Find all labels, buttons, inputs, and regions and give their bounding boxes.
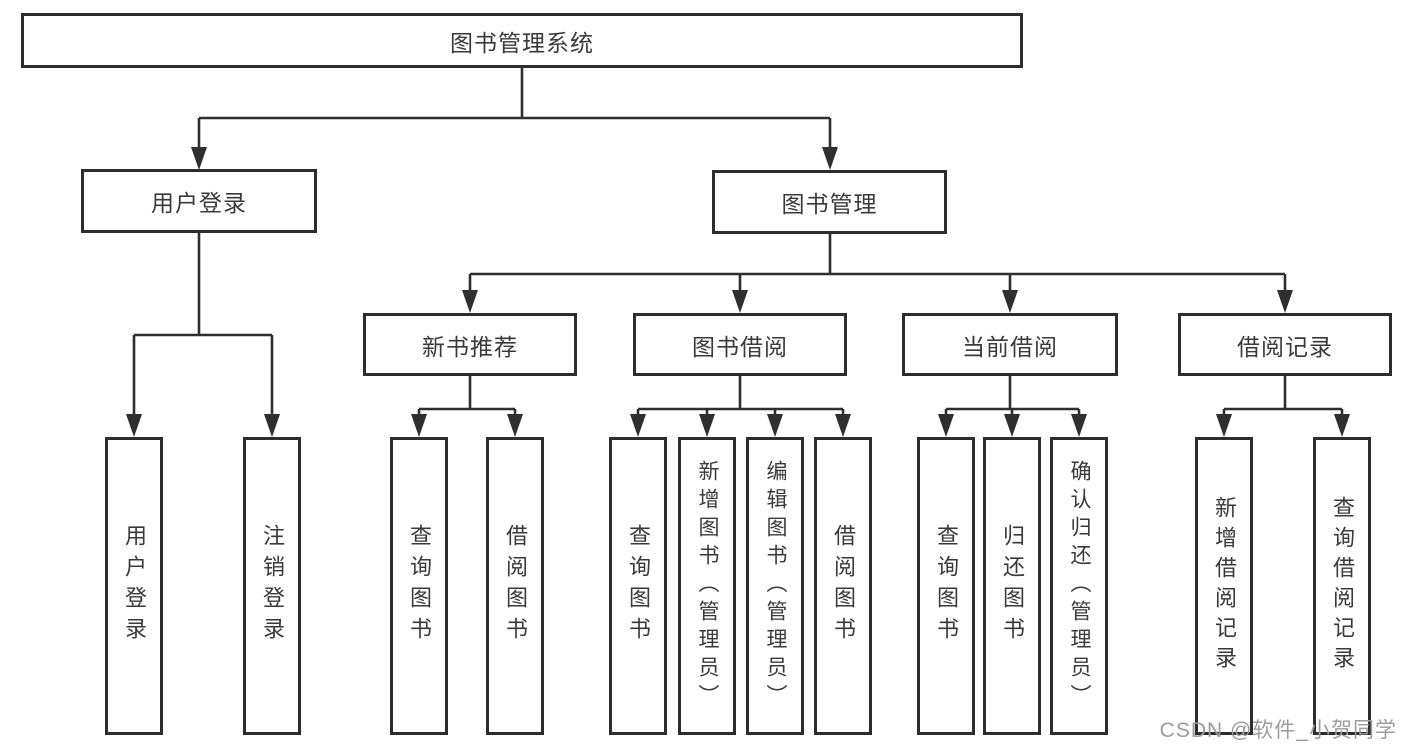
- node-book-management: 图书管理: [712, 170, 947, 234]
- leaf-cb-return-books: 归还图书: [983, 437, 1041, 735]
- node-borrow-records: 借阅记录: [1178, 313, 1392, 376]
- leaf-bb-edit-books-admin: 编辑图书（管理员）: [746, 437, 804, 735]
- leaf-br-query-record: 查询借阅记录: [1313, 437, 1371, 735]
- leaf-cb-confirm-return-admin: 确认归还（管理员）: [1050, 437, 1108, 735]
- node-book-borrow: 图书借阅: [633, 313, 847, 376]
- leaf-bb-query-books: 查询图书: [609, 437, 667, 735]
- leaf-nbr-borrow-books: 借阅图书: [486, 437, 544, 735]
- leaf-bb-borrow-books: 借阅图书: [814, 437, 872, 735]
- leaf-logout-login: 注销登录: [243, 437, 301, 735]
- leaf-bb-add-books-admin: 新增图书（管理员）: [678, 437, 736, 735]
- leaf-nbr-query-books: 查询图书: [390, 437, 448, 735]
- arrowheads: [126, 147, 1350, 437]
- node-user-login: 用户登录: [81, 169, 317, 233]
- leaf-cb-query-books: 查询图书: [917, 437, 975, 735]
- leaf-user-login: 用户登录: [105, 437, 163, 735]
- node-current-borrow: 当前借阅: [902, 313, 1118, 376]
- node-library-management-system: 图书管理系统: [21, 13, 1023, 68]
- csdn-watermark: CSDN @软件_小贺同学: [1159, 719, 1397, 742]
- leaf-br-add-record: 新增借阅记录: [1195, 437, 1253, 735]
- node-new-book-recommend: 新书推荐: [363, 313, 577, 376]
